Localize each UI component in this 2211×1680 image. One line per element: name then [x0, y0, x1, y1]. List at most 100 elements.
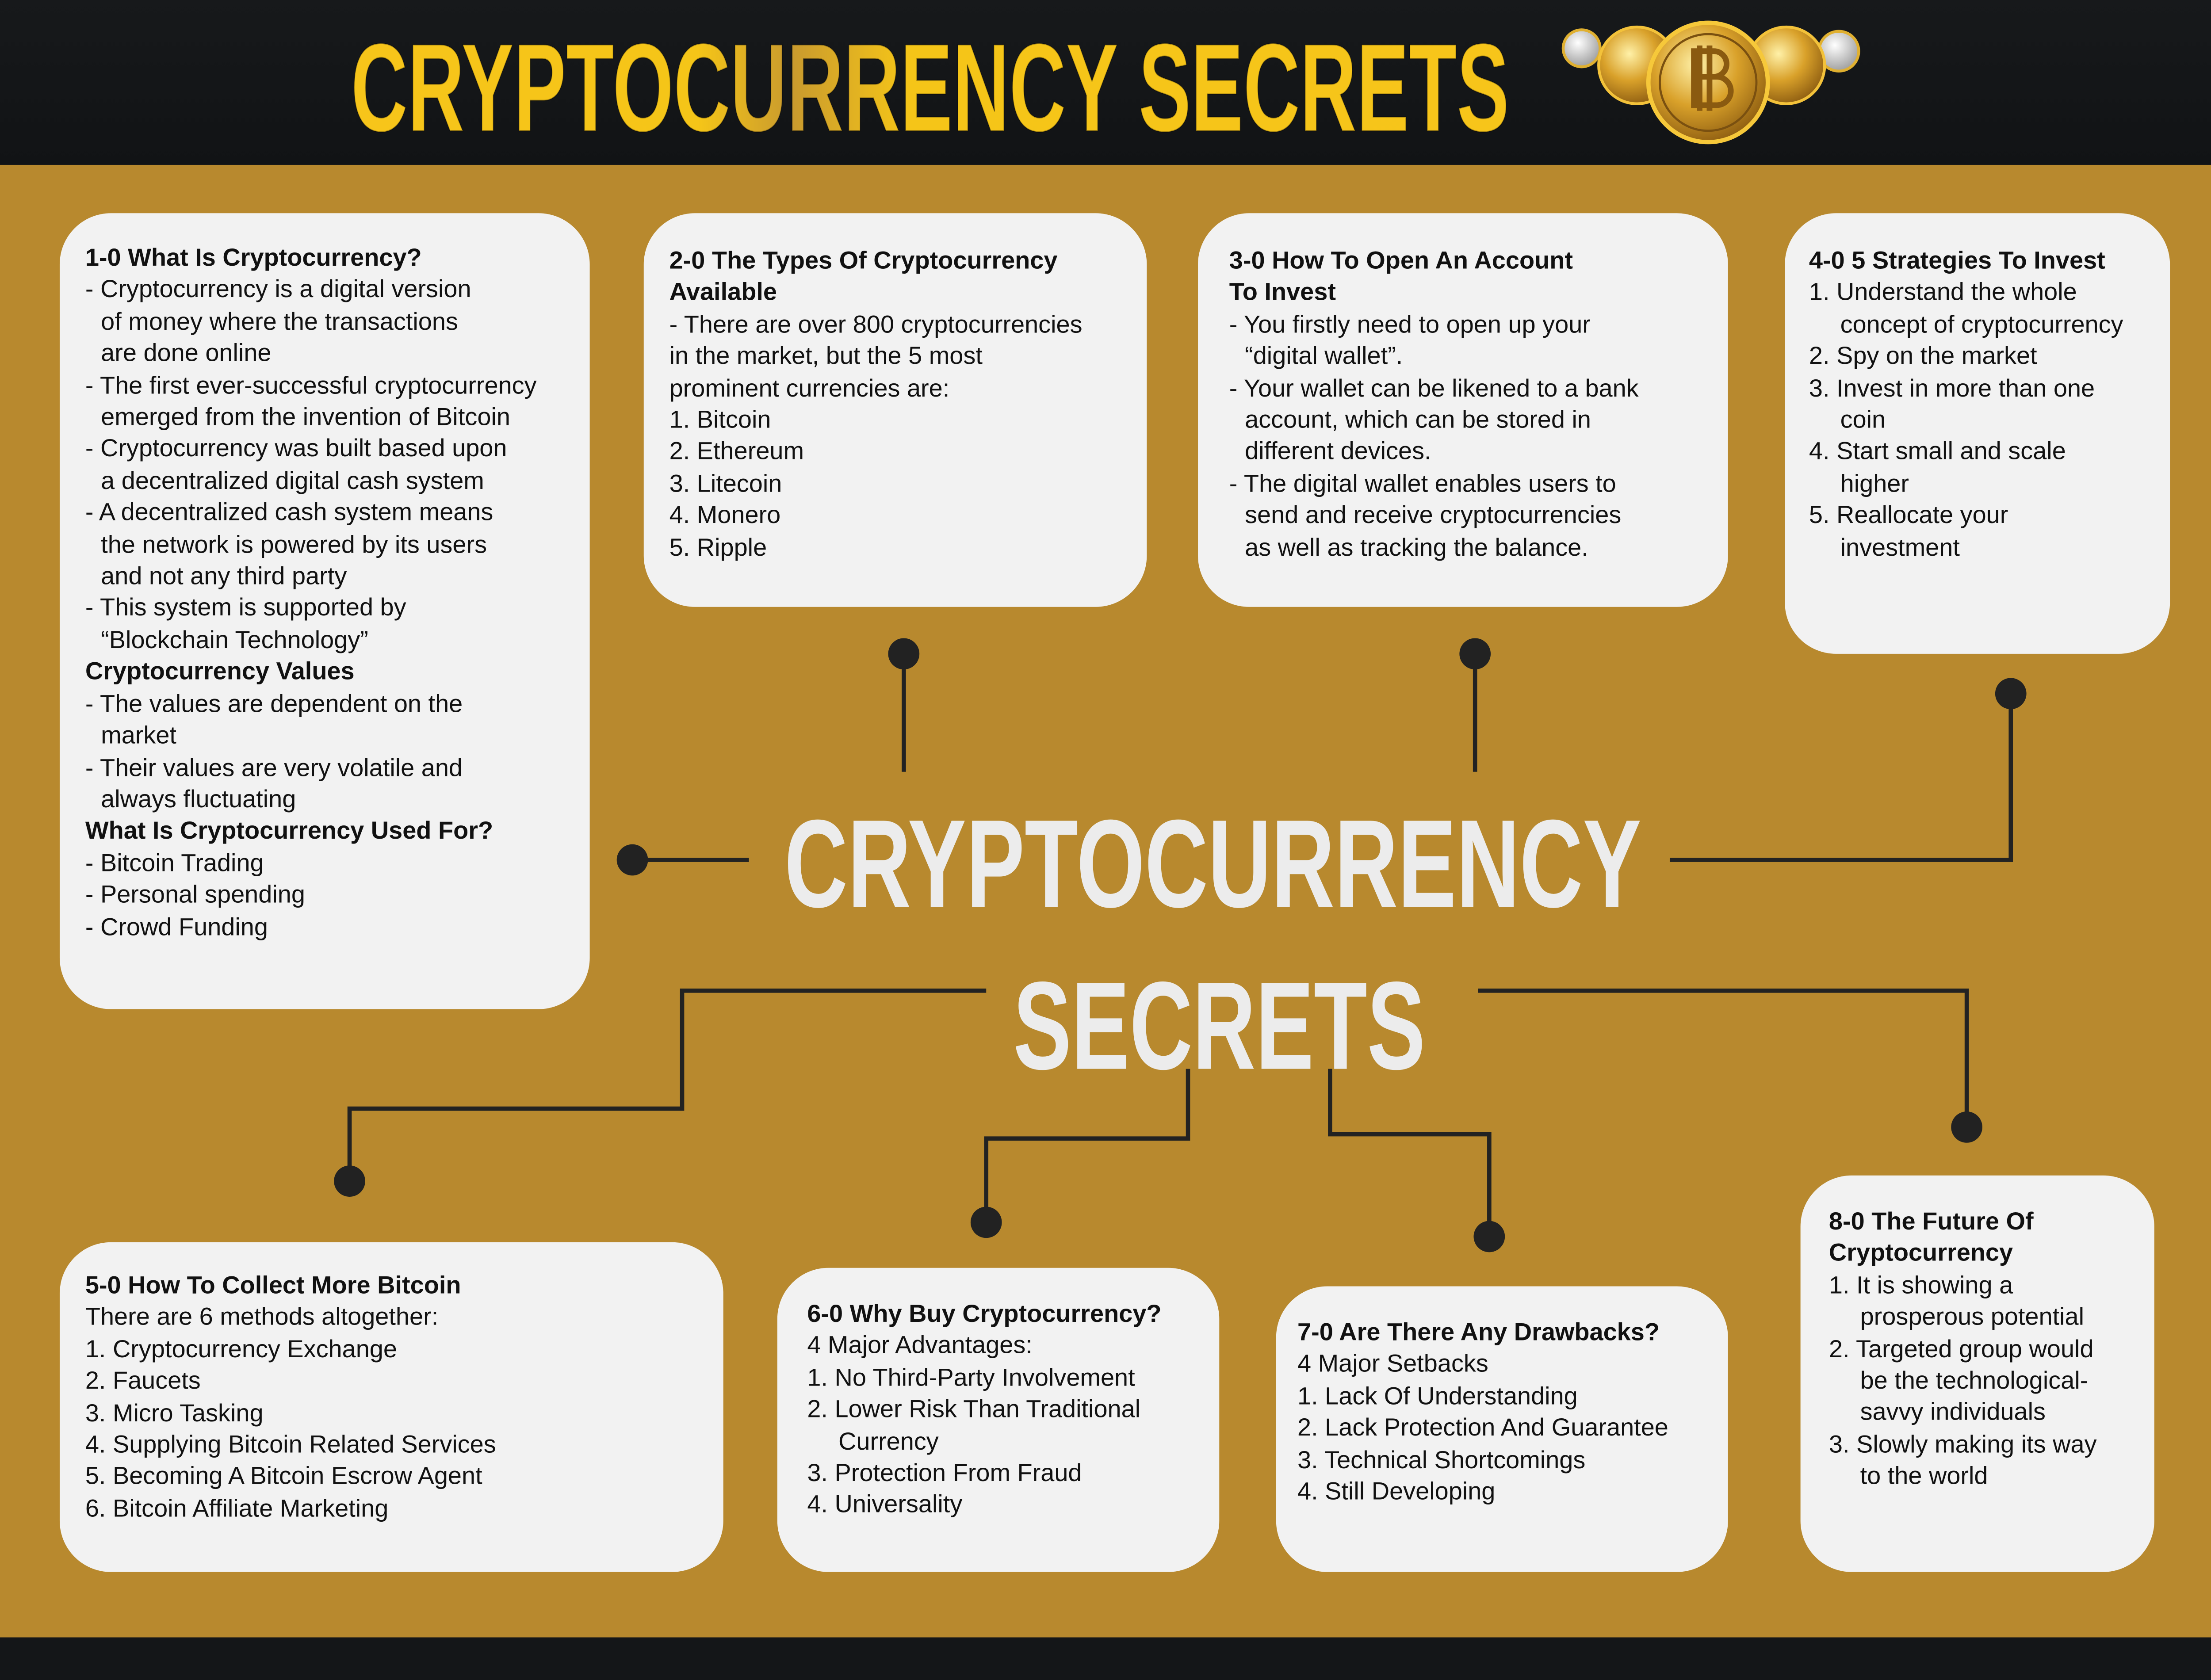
card-text-line: savvy individuals: [1860, 1397, 2046, 1426]
connector-dot-6: [970, 1207, 1002, 1238]
card-text-line: investment: [1840, 532, 1960, 561]
card-text-line: 2. Ethereum: [669, 437, 804, 466]
card-text-line: 2. Faucets: [85, 1366, 201, 1395]
card-text-line: - Personal spending: [85, 880, 305, 909]
card-text-line: - There are over 800 cryptocurrencies: [669, 309, 1083, 338]
card-text-line: 5. Reallocate your: [1809, 500, 2008, 529]
header-title: CRYPTOCURRENCY SECRETS: [351, 18, 1509, 157]
card-text-line: the network is powered by its users: [101, 530, 487, 558]
card-drawbacks: 7-0 Are There Any Drawbacks? 4 Major Setb…: [1276, 1286, 1728, 1572]
card-text-line: 1. It is showing a: [1828, 1270, 2013, 1299]
header-title-svg: CRYPTOCURRENCY SECRETS: [350, 17, 1860, 158]
card-text-line: 1. Cryptocurrency Exchange: [85, 1334, 397, 1363]
connector-line-8: [1478, 988, 1969, 1127]
card-text-line: Currency: [838, 1426, 939, 1455]
card-text-line: as well as tracking the balance.: [1245, 532, 1588, 561]
footer-strip: [0, 1637, 2211, 1680]
center-title-line1: CRYPTOCURRENCY: [784, 794, 1641, 933]
card-text-line: 2. Targeted group would: [1828, 1334, 2094, 1363]
card-text-line: prominent currencies are:: [669, 373, 950, 402]
card-text-line: 4 Major Advantages:: [807, 1331, 1033, 1359]
card-text-line: - This system is supported by: [85, 593, 406, 622]
connector-dot-3: [1459, 638, 1491, 670]
card-text-line: market: [101, 721, 176, 749]
card-text-line: 6. Bitcoin Affiliate Marketing: [85, 1493, 389, 1522]
connector-dot-2: [888, 638, 920, 670]
card-text-line: of money where the transactions: [101, 306, 458, 336]
card-text-line: are done online: [101, 338, 272, 367]
card-text-line: 1. Understand the whole: [1809, 278, 2077, 306]
card-text-line: 3. Protection From Fraud: [807, 1458, 1082, 1487]
card-text-line: always fluctuating: [101, 784, 296, 813]
card-future-of-cryptocurrency: 8-0 The Future Of Cryptocurrency 1. It is …: [1800, 1175, 2154, 1572]
card-text-line: 2. Lack Protection And Guarantee: [1297, 1413, 1668, 1442]
card-text-line: 3. Invest in more than one: [1809, 373, 2095, 402]
card-text-line: 5. Ripple: [669, 532, 767, 561]
card-text-line: “digital wallet”.: [1245, 341, 1403, 370]
card-text-line: 1. Bitcoin: [669, 405, 771, 434]
card-heading: What Is Cryptocurrency Used For?: [85, 816, 493, 845]
connector-dot-8: [1951, 1111, 1982, 1143]
card-text-line: in the market, but the 5 most: [669, 341, 983, 370]
card-text-line: 4. Supplying Bitcoin Related Services: [85, 1430, 496, 1459]
card-text-line: 3. Technical Shortcomings: [1297, 1445, 1586, 1474]
card-text-line: - Their values are very volatile and: [85, 752, 463, 781]
card-text-line: - Crowd Funding: [85, 912, 268, 940]
card-text-line: different devices.: [1245, 437, 1431, 466]
card-text-line: 4. Universality: [807, 1490, 963, 1519]
card-text-line: send and receive cryptocurrencies: [1245, 500, 1622, 529]
connector-line-6: [984, 1069, 1190, 1222]
header-banner: [0, 0, 2211, 165]
card-text-line: 3. Slowly making its way: [1828, 1429, 2097, 1458]
card-heading: 4-0 5 Strategies To Invest: [1809, 246, 2105, 275]
card-what-is-cryptocurrency: 1-0 What Is Cryptocurrency? - Cryptocurre…: [59, 213, 590, 1009]
card-strategies-to-invest: 4-0 5 Strategies To Invest 1. Understand …: [1785, 213, 2170, 654]
card-text-line: - The first ever-successful cryptocurren…: [85, 370, 537, 399]
card-text-line: 4. Monero: [669, 500, 781, 529]
card-heading: 2-0 The Types Of Cryptocurrency: [669, 246, 1058, 275]
card-text-line: “Blockchain Technology”: [101, 625, 368, 654]
card-heading: 7-0 Are There Any Drawbacks?: [1297, 1317, 1660, 1346]
card-text-line: - You firstly need to open up your: [1229, 309, 1591, 338]
card-text-line: emerged from the invention of Bitcoin: [101, 402, 510, 431]
card-text-line: a decentralized digital cash system: [101, 466, 484, 495]
card-text-line: 3. Litecoin: [669, 469, 782, 497]
card-text-line: concept of cryptocurrency: [1840, 309, 2123, 338]
card-heading: 5-0 How To Collect More Bitcoin: [85, 1271, 461, 1299]
card-text-line: prosperous potential: [1860, 1302, 2085, 1331]
card-text-line: - The values are dependent on the: [85, 689, 463, 718]
center-title-line2: SECRETS: [1013, 956, 1425, 1096]
card-heading: 1-0 What Is Cryptocurrency?: [85, 243, 422, 272]
card-text-line: to the world: [1860, 1461, 1988, 1490]
card-heading: Cryptocurrency Values: [85, 657, 355, 686]
card-text-line: - The digital wallet enables users to: [1229, 469, 1616, 497]
card-text-line: - Cryptocurrency was built based upon: [85, 434, 507, 463]
card-text-line: 4 Major Setbacks: [1297, 1349, 1488, 1378]
card-text-line: 4. Start small and scale: [1809, 437, 2066, 466]
card-text-line: 1. No Third-Party Involvement: [807, 1363, 1135, 1391]
card-heading: To Invest: [1229, 278, 1336, 306]
card-heading: 6-0 Why Buy Cryptocurrency?: [807, 1299, 1162, 1328]
card-text-line: - Your wallet can be likened to a bank: [1229, 373, 1639, 402]
card-text-line: higher: [1840, 469, 1909, 497]
card-text-line: - Bitcoin Trading: [85, 848, 264, 877]
card-text-line: 1. Lack Of Understanding: [1297, 1381, 1578, 1410]
card-text-line: 2. Spy on the market: [1809, 341, 2037, 370]
connector-dot-5: [334, 1165, 365, 1197]
connector-line-4: [1669, 693, 2013, 862]
card-why-buy-cryptocurrency: 6-0 Why Buy Cryptocurrency? 4 Major Advan…: [777, 1268, 1220, 1572]
card-heading: 3-0 How To Open An Account: [1229, 246, 1573, 275]
card-heading: 8-0 The Future Of: [1828, 1207, 2034, 1235]
card-text-line: - A decentralized cash system means: [85, 498, 493, 527]
card-heading: Cryptocurrency: [1828, 1238, 2013, 1267]
card-heading: Available: [669, 278, 777, 306]
connector-dot-1: [616, 844, 648, 876]
card-text-line: There are 6 methods altogether:: [85, 1302, 439, 1331]
card-text-line: - Cryptocurrency is a digital version: [85, 275, 471, 304]
card-text-line: and not any third party: [101, 561, 347, 590]
connector-line-5: [347, 988, 987, 1181]
